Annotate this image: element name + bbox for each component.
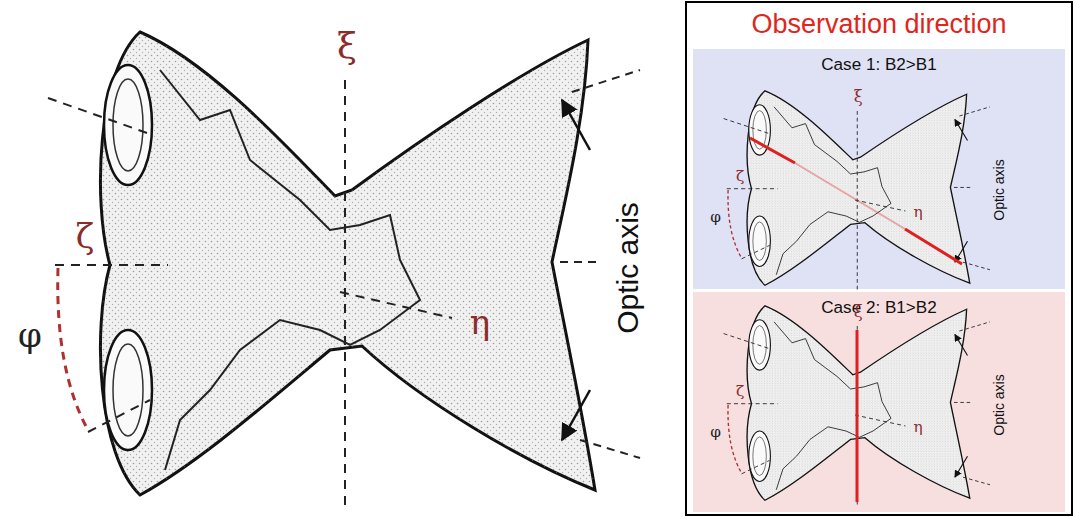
observation-line xyxy=(750,138,795,163)
axis-label: ξ xyxy=(854,89,863,105)
axis-label: η xyxy=(470,305,490,339)
observation-line xyxy=(856,330,859,502)
optic-axis-label: Optic axis xyxy=(613,202,643,334)
axis-label: ξ xyxy=(337,28,357,64)
axis-label: ζ xyxy=(76,219,94,253)
axis-label: η xyxy=(913,420,922,435)
axis-label: ζ xyxy=(736,169,744,184)
observation-panel: Observation directionCase 1: B2>B1Case 2… xyxy=(685,1,1073,516)
axis-label: ξ xyxy=(854,304,863,320)
angle-label: φ xyxy=(710,425,721,440)
bowtie-main xyxy=(48,32,640,505)
bowtie-case2 xyxy=(724,306,990,505)
case-band: Case 1: B2>B1 xyxy=(693,49,1065,289)
axis-label: η xyxy=(913,205,922,220)
panel-heading: Observation direction xyxy=(687,9,1071,40)
case-heading: Case 2: B1>B2 xyxy=(693,298,1065,318)
angle-label: φ xyxy=(710,210,721,225)
case-band: Case 2: B1>B2 xyxy=(693,292,1065,512)
optic-axis-label: Optic axis xyxy=(992,159,1006,220)
angle-label: φ xyxy=(18,318,42,352)
optic-axis-label: Optic axis xyxy=(992,374,1006,435)
bowtie-case1 xyxy=(724,91,990,290)
case-heading: Case 1: B2>B1 xyxy=(693,55,1065,75)
observation-line xyxy=(795,163,905,229)
observation-line xyxy=(905,229,962,264)
axis-label: ζ xyxy=(736,384,744,399)
